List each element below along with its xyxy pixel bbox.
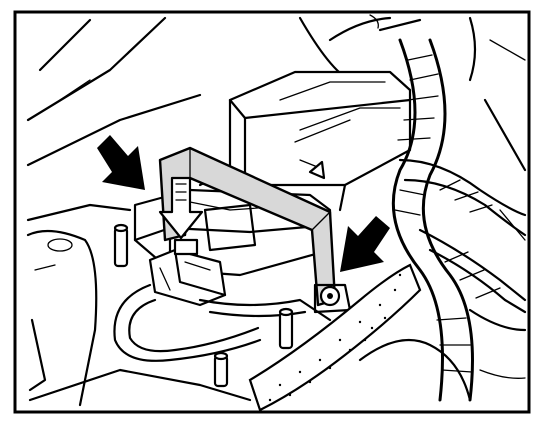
wire-harness [113,38,527,402]
mounting-studs [113,223,294,388]
diagonal-arrow-icon [340,216,390,272]
bracket [158,146,337,307]
down-arrow-icon [158,176,204,240]
carpet-area [28,263,422,412]
background-panels [26,14,527,407]
diagonal-arrow-icon [97,135,145,190]
connector [148,238,227,307]
